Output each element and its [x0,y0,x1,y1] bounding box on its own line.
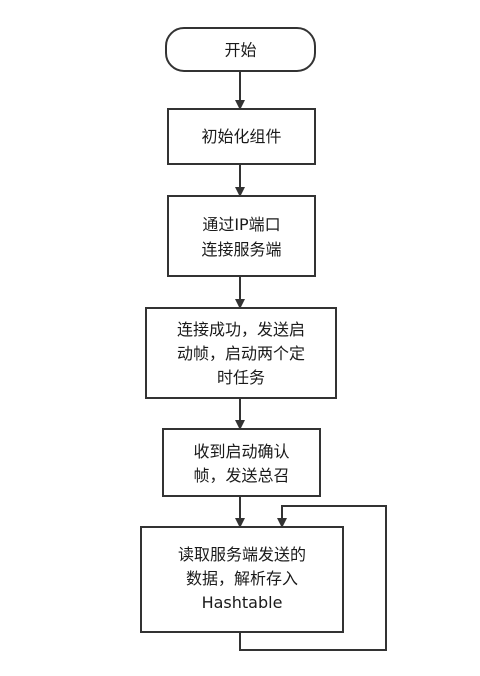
parse-label-line-1: 读取服务端发送的 [178,545,306,564]
send-start-label-line-2: 动帧，启动两个定 [177,344,305,363]
parse-process-box [140,526,344,633]
init-label: 初始化组件 [201,127,281,146]
receive-ack-process-box [162,428,321,497]
receive-ack-label-line-1: 收到启动确认 [193,442,289,461]
parse-label-line-2: 数据，解析存入 [186,569,298,588]
send-start-label-line-3: 时任务 [217,368,265,387]
connect-process-box [167,195,316,277]
receive-ack-label-line-2: 帧，发送总召 [193,466,289,485]
send-start-process-box [145,307,337,399]
connect-label-line-2: 连接服务端 [201,240,281,259]
loop-back-arrow [239,505,387,651]
connect-label-line-1: 通过IP端口 [202,215,280,234]
start-label: 开始 [224,41,256,60]
send-start-label-line-1: 连接成功，发送启 [177,320,305,339]
init-process-box [167,108,316,165]
parse-label-line-3: Hashtable [202,593,283,612]
